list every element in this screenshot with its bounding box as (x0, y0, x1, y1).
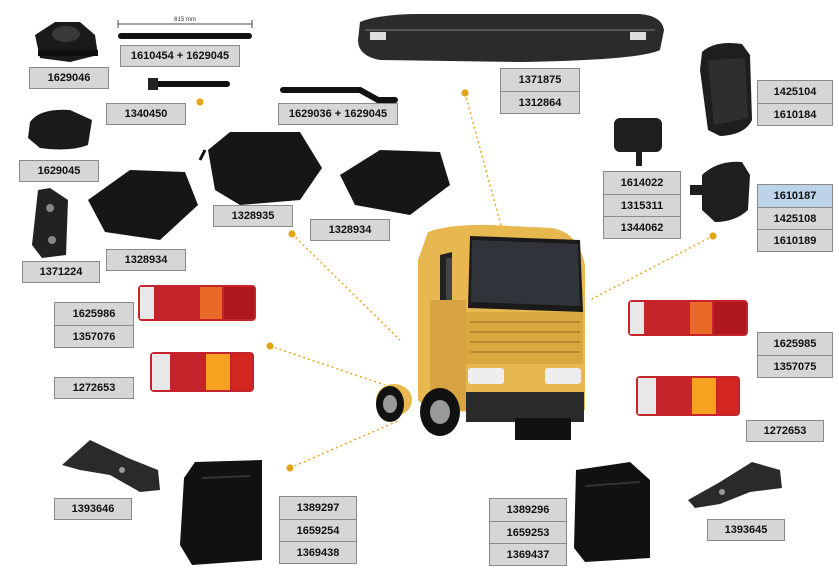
label-1629045: 1629045 (19, 160, 99, 182)
bumper-image (358, 14, 664, 62)
label-1328935: 1328935 (213, 205, 293, 227)
rod-1340450-image (148, 78, 230, 90)
bracket-1629046-image (35, 22, 98, 62)
lamp-right-bottom-image (636, 376, 740, 416)
label-1629046: 1629046 (29, 67, 109, 89)
label-1315311: 1315311 (604, 194, 680, 216)
leader-dots (196, 89, 717, 472)
label-1610184: 1610184 (758, 103, 832, 125)
label-1625985: 1625985 (773, 338, 817, 350)
fender-1328935-image (198, 132, 322, 205)
label-1659254: 1659254 (280, 519, 356, 541)
label-1328934-right: 1328934 (310, 219, 390, 241)
label-rod-combo: 1610454 + 1629045 (120, 45, 240, 67)
lamp-right-top-label-stack: 1625985 1357075 (757, 332, 833, 378)
label-1272653-right: 1272653 (746, 420, 824, 442)
pad-1629045-image (28, 109, 92, 150)
bumper-label-stack: 1371875 1312864 (500, 68, 580, 114)
mirror-small-label-stack: 1614022 1315311 1344062 (603, 171, 681, 239)
label-1393646: 1393646 (54, 498, 132, 520)
mirror-small-image (614, 118, 662, 166)
label-1610187: 1610187 (758, 185, 832, 207)
mudflap-right-image (574, 462, 650, 562)
label-1357075: 1357075 (758, 355, 832, 377)
label-1393645: 1393645 (707, 519, 785, 541)
lamp-left-bottom-image (150, 352, 254, 392)
label-1312864: 1312864 (501, 91, 579, 113)
label-1389296: 1389296 (506, 504, 550, 516)
label-1344062: 1344062 (604, 216, 680, 238)
label-1425104: 1425104 (773, 86, 817, 98)
lamp-right-top-image (628, 300, 748, 336)
label-1340450: 1340450 (106, 103, 186, 125)
label-1369438: 1369438 (280, 541, 356, 563)
label-1371224: 1371224 (22, 261, 100, 283)
mudflap-right-label-stack: 1389296 1659253 1369437 (489, 498, 567, 566)
label-1371875: 1371875 (518, 74, 562, 86)
lamp-left-top-label-stack: 1625986 1357076 (54, 302, 134, 348)
label-1389297: 1389297 (296, 502, 340, 514)
fender-1328934-left-image (88, 170, 198, 240)
label-1369437: 1369437 (490, 543, 566, 565)
mirror-wide-label-stack: 1610187 1425108 1610189 (757, 184, 833, 252)
label-1328934-left: 1328934 (106, 249, 186, 271)
mirror-large-label-stack: 1425104 1610184 (757, 80, 833, 126)
label-1625986: 1625986 (72, 308, 116, 320)
bracket-1393645-image (688, 462, 782, 508)
label-1425108: 1425108 (758, 207, 832, 229)
mudflap-left-label-stack: 1389297 1659254 1369438 (279, 496, 357, 564)
rod-1629036-image (280, 87, 398, 103)
leader-lines (269, 92, 714, 469)
label-rod-combo-2: 1629036 + 1629045 (278, 103, 398, 125)
label-1610189: 1610189 (758, 229, 832, 251)
bracket-1371224-image (32, 188, 68, 258)
truck-image (376, 224, 585, 440)
bracket-1393646-image (62, 440, 160, 492)
label-1272653-left: 1272653 (54, 377, 134, 399)
mirror-large-image (700, 43, 752, 136)
label-1659253: 1659253 (490, 521, 566, 543)
rod-dimension-text: 615 mm (174, 17, 196, 23)
mirror-wide-image (690, 161, 750, 222)
label-1614022: 1614022 (620, 177, 664, 189)
rod-1610454-image (117, 20, 253, 39)
fender-1328934-right-image (340, 150, 450, 215)
label-1357076: 1357076 (55, 325, 133, 347)
lamp-left-top-image (138, 285, 256, 321)
mudflap-left-image (180, 460, 262, 565)
